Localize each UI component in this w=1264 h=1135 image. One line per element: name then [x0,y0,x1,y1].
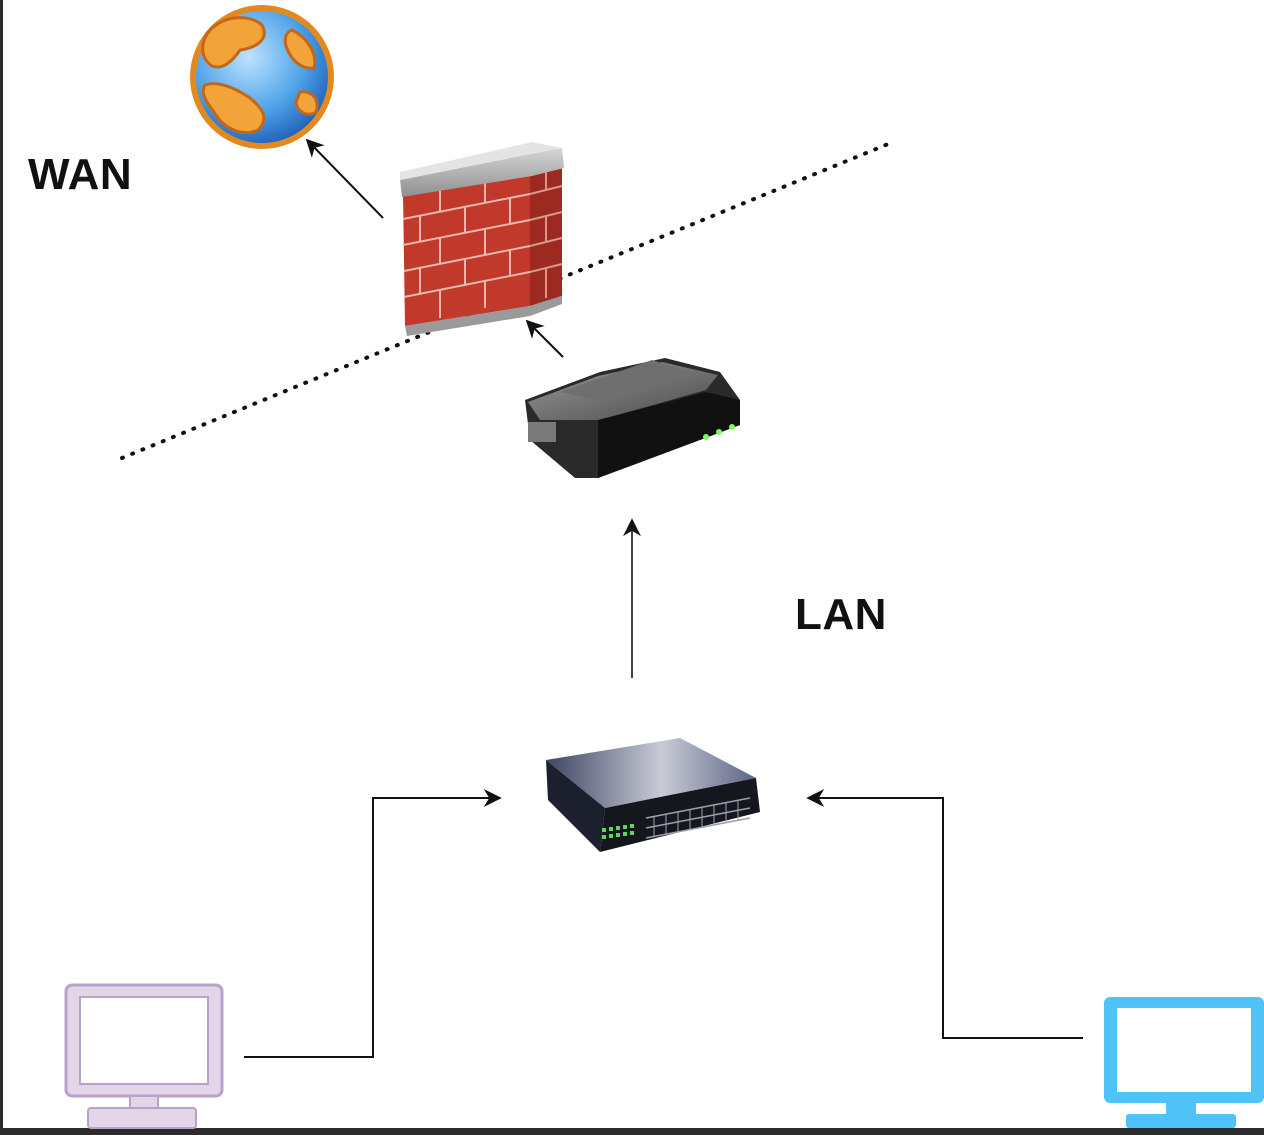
globe-icon[interactable] [190,5,334,149]
frame-left-border [0,0,3,1135]
frame-bottom-border [0,1128,1264,1135]
network-switch-icon[interactable] [546,738,760,852]
brick-firewall-icon[interactable] [400,142,564,336]
monitor-icon[interactable] [64,983,224,1129]
edge-firewall-to-internet [305,138,384,219]
edge-left-workstation-to-switch [244,789,502,1058]
router-icon[interactable] [525,358,740,478]
edge-router-to-firewall [525,319,564,358]
wan-zone-label: WAN [28,150,133,199]
edge-right-workstation-to-switch [806,789,1083,1039]
lan-zone-label: LAN [795,590,887,639]
monitor-icon[interactable] [1104,997,1264,1128]
